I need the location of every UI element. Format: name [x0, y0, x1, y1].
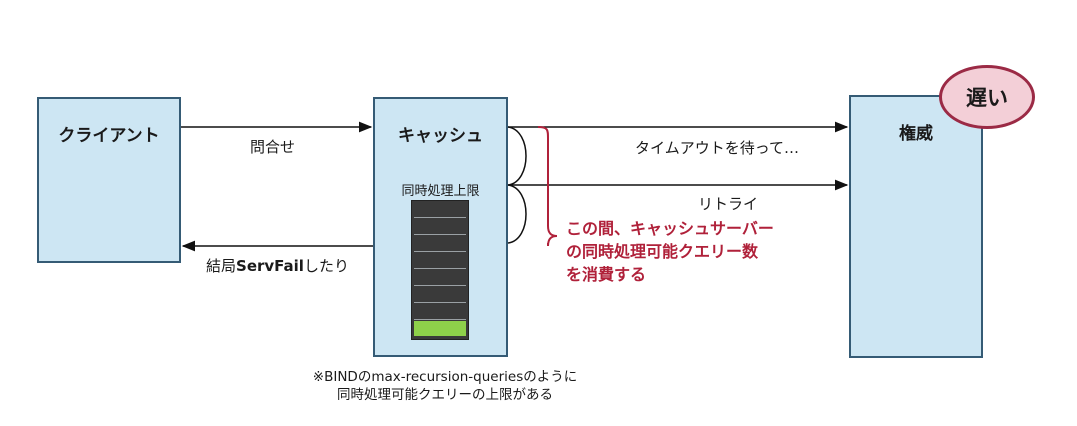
wait-loop-2 [507, 184, 527, 244]
used-slot [414, 236, 466, 252]
footnote: ※BINDのmax-recursion-queriesのように 同時処理可能クエ… [290, 368, 600, 404]
timeout-label: タイムアウトを待って… [635, 139, 799, 157]
servfail-prefix: 結局 [206, 257, 237, 275]
footnote-line2: 同時処理可能クエリーの上限がある [337, 387, 553, 403]
servfail-label: 結局ServFailしたり [206, 255, 349, 276]
retry-label: リトライ [698, 195, 759, 213]
used-slot [414, 287, 466, 303]
client-box: クライアント [37, 97, 181, 263]
used-slot [414, 202, 466, 218]
client-title: クライアント [58, 126, 160, 146]
used-slot [414, 304, 466, 320]
consumption-note-line2: の同時処理可能クエリー数 [566, 242, 759, 261]
slow-badge-text: 遅い [966, 86, 1008, 110]
authority-title: 権威 [899, 124, 933, 144]
query-label: 問合せ [250, 138, 296, 156]
cache-box: キャッシュ 同時処理上限 [373, 97, 508, 357]
servfail-suffix: したり [303, 257, 349, 275]
used-slot [414, 253, 466, 269]
used-slot [414, 219, 466, 235]
footnote-line1: ※BINDのmax-recursion-queriesのように [312, 369, 578, 385]
authority-box: 権威 [849, 95, 983, 358]
consumption-note-line1: この間、キャッシュサーバー [566, 219, 774, 238]
consumption-note-line3: を消費する [566, 265, 647, 284]
free-slot [414, 321, 466, 337]
slow-badge: 遅い [939, 65, 1035, 129]
red-brace [537, 126, 558, 247]
wait-loop-1 [507, 126, 527, 186]
cache-limit-label: 同時処理上限 [401, 184, 480, 199]
cache-title: キャッシュ [398, 126, 483, 146]
used-slot [414, 270, 466, 286]
limit-meter [411, 200, 469, 340]
servfail-bold: ServFail [236, 257, 304, 275]
consumption-note: この間、キャッシュサーバー の同時処理可能クエリー数 を消費する [566, 217, 806, 286]
